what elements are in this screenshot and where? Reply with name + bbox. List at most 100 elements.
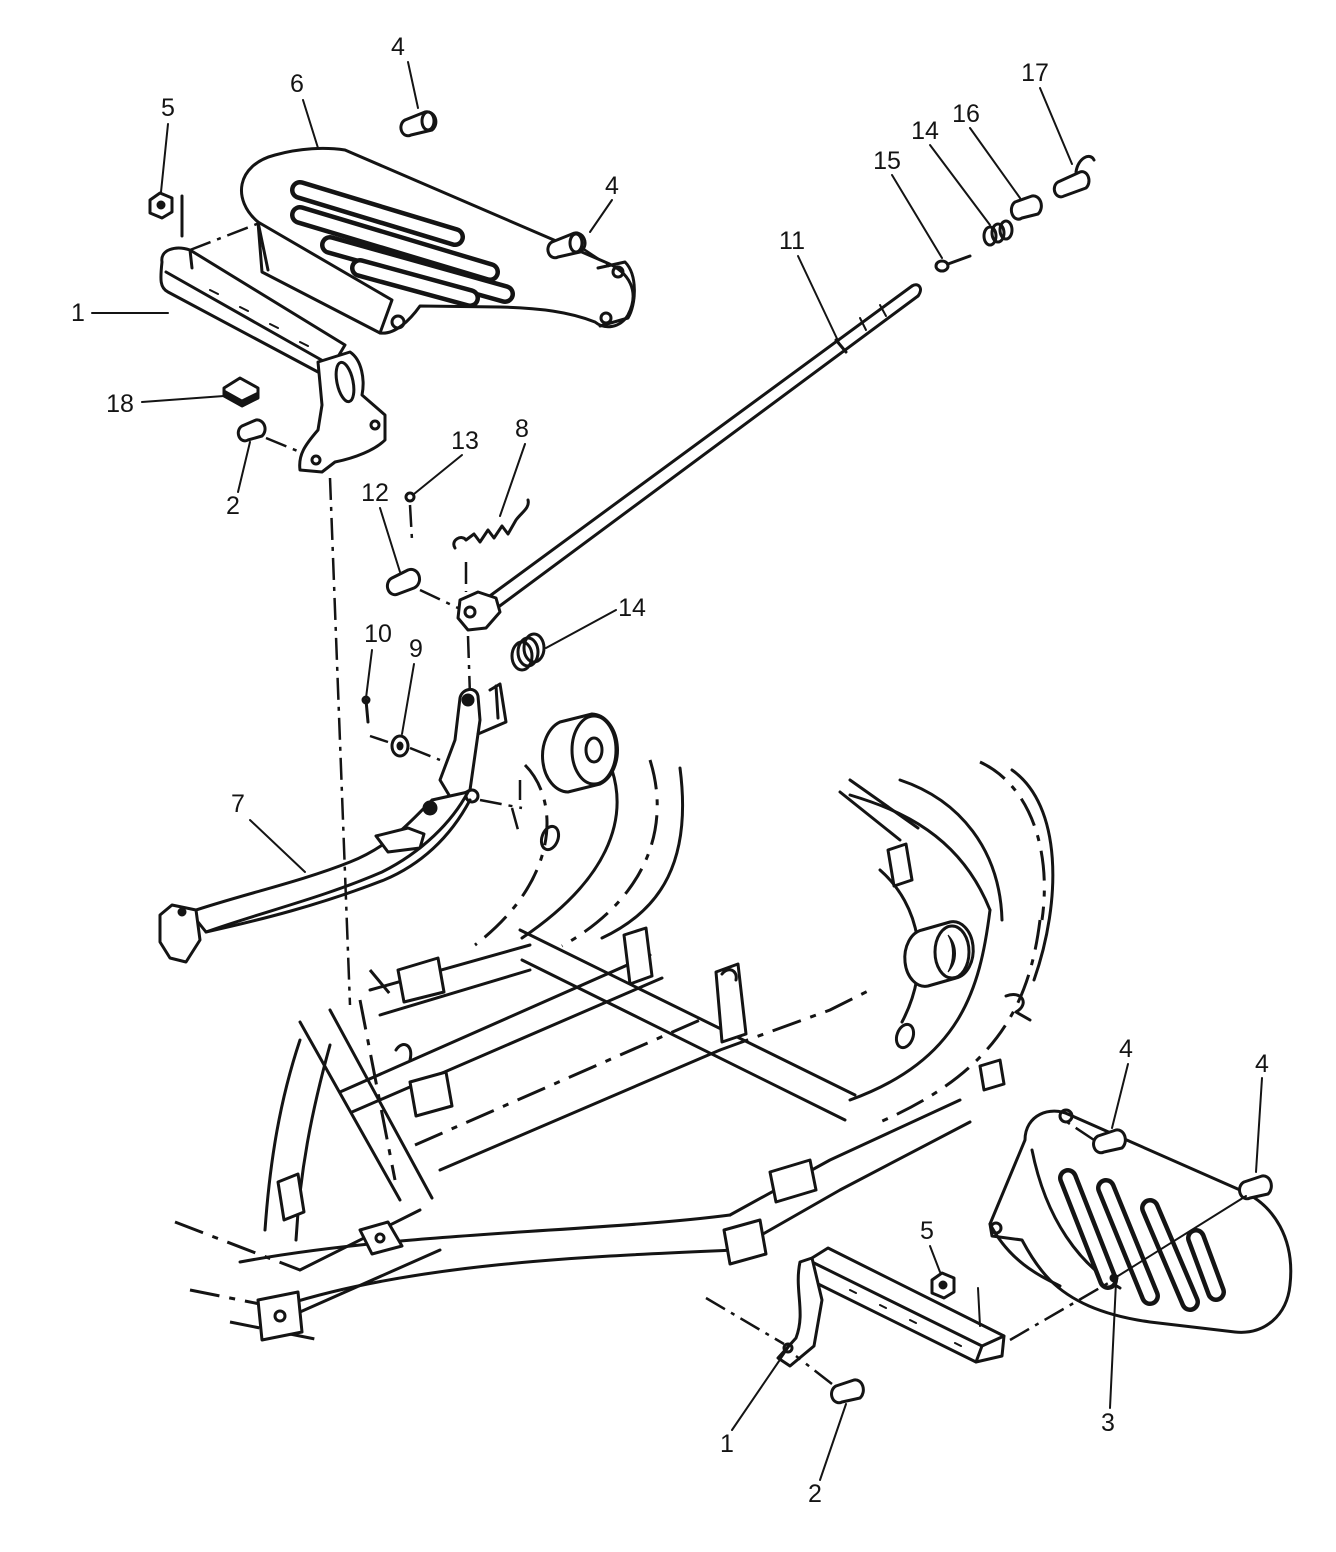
frame-arc	[898, 778, 1004, 922]
clevis-hole	[463, 605, 477, 619]
frame-tube	[368, 969, 397, 1001]
frame-arc	[474, 763, 549, 947]
assembly-line	[328, 477, 352, 1006]
callout-nut-top: 5	[161, 94, 175, 122]
roller-bore	[584, 736, 604, 764]
leader-line	[249, 819, 306, 873]
nut-top	[148, 191, 184, 238]
assembly-line	[1117, 1195, 1247, 1277]
callout-bolt-bottom-right: 4	[1255, 1050, 1269, 1078]
callout-nut-16: 16	[952, 100, 980, 128]
slot-inner	[294, 209, 496, 278]
mounting-hole	[611, 265, 625, 279]
callout-spring-top: 14	[911, 117, 939, 145]
frame-arc	[1010, 768, 1055, 982]
slot-inner	[1100, 1182, 1156, 1302]
pedal-hole	[177, 907, 187, 917]
hook-arm	[438, 688, 482, 802]
leader-line	[545, 609, 617, 649]
bracket-top	[159, 220, 387, 474]
roller-shade	[947, 934, 956, 973]
assembly-line	[1009, 1280, 1111, 1342]
frame-hole	[894, 1022, 916, 1050]
frame-tube	[298, 1208, 442, 1314]
clevis-body	[456, 590, 502, 632]
bolt-head	[830, 1378, 865, 1405]
leader-line	[413, 454, 463, 495]
assembly-line	[1063, 1118, 1095, 1142]
rod-tip	[910, 283, 922, 298]
frame-tube	[368, 943, 532, 1017]
frame-tube	[719, 988, 871, 1052]
slot-inner	[354, 262, 476, 304]
frame-tube	[438, 1048, 722, 1172]
callout-labels: 4 6 5 4 17 16 14 15 11 1 18 2 13 8 12 14…	[71, 33, 1269, 1508]
callout-bracket-top: 1	[71, 299, 85, 327]
assembly-line	[408, 504, 414, 541]
mounting-hole	[599, 311, 613, 325]
slot-inner	[1062, 1172, 1114, 1286]
footboard-outline	[988, 1109, 1293, 1334]
frame-tube	[358, 999, 397, 1181]
spring-coil	[998, 219, 1014, 241]
callout-footboard: 6	[290, 70, 304, 98]
roller-top	[541, 712, 619, 794]
leader-line	[1039, 87, 1073, 165]
leader-line	[302, 99, 319, 149]
bracket-plate	[298, 350, 387, 474]
bolt-hook	[1074, 155, 1096, 174]
callout-bolt-bottom-left: 4	[1119, 1035, 1133, 1063]
assembly-line	[479, 798, 523, 810]
bolt-head	[1238, 1174, 1273, 1201]
bolt-17	[1052, 155, 1096, 199]
slot-inner	[1190, 1232, 1222, 1298]
nut-body	[1009, 194, 1043, 221]
frame-arc	[561, 759, 659, 948]
vehicle-frame	[174, 759, 1055, 1342]
callout-nut-12: 12	[361, 479, 389, 507]
leader-line	[1111, 1063, 1129, 1129]
spring-14-mid	[510, 632, 546, 672]
leader-line	[160, 123, 169, 193]
footboard-slots	[1058, 1168, 1226, 1312]
callout-bolt-2-bottom: 2	[808, 1480, 822, 1508]
nut-center	[938, 1280, 948, 1290]
hook-bracket	[438, 682, 523, 831]
callout-spring-mid: 14	[618, 594, 646, 622]
bolt-2-top	[236, 418, 301, 454]
assembly-line	[795, 1355, 833, 1385]
assembly-line	[581, 246, 613, 270]
leader-line	[731, 1344, 791, 1431]
assembly-line	[189, 220, 263, 252]
leader-line	[499, 443, 526, 517]
nut-center	[156, 200, 166, 210]
frame-tube	[298, 1008, 434, 1202]
pin-13	[404, 491, 416, 541]
mounting-hole	[390, 314, 406, 330]
frame-tube	[338, 953, 664, 1114]
block-part	[222, 376, 260, 408]
frame-tube	[189, 1288, 301, 1314]
bracket-holes	[849, 1289, 962, 1347]
spring-zigzag	[452, 498, 530, 550]
frame-tube	[838, 778, 920, 842]
callout-pin-10: 10	[364, 620, 392, 648]
frame-arc	[600, 766, 685, 940]
footboard-skirt	[256, 220, 394, 335]
frame-tab	[256, 1290, 304, 1342]
frame-tab	[408, 1070, 454, 1118]
pin-eye	[934, 259, 950, 273]
callout-pin-15: 15	[873, 147, 901, 175]
plate-hole	[310, 454, 322, 466]
bolt-2-bottom	[795, 1355, 865, 1405]
callout-footboard-bottom: 3	[1101, 1409, 1115, 1437]
footboard-bottom-right	[988, 1108, 1293, 1334]
bolt-middle	[546, 231, 613, 270]
pin-head	[404, 491, 416, 503]
tab-hole	[374, 1232, 386, 1244]
assembly-line	[369, 734, 389, 744]
bracket-tube	[800, 1246, 1006, 1364]
leader-line	[379, 507, 401, 573]
leader-line	[141, 395, 225, 403]
bracket-holes	[209, 289, 309, 347]
